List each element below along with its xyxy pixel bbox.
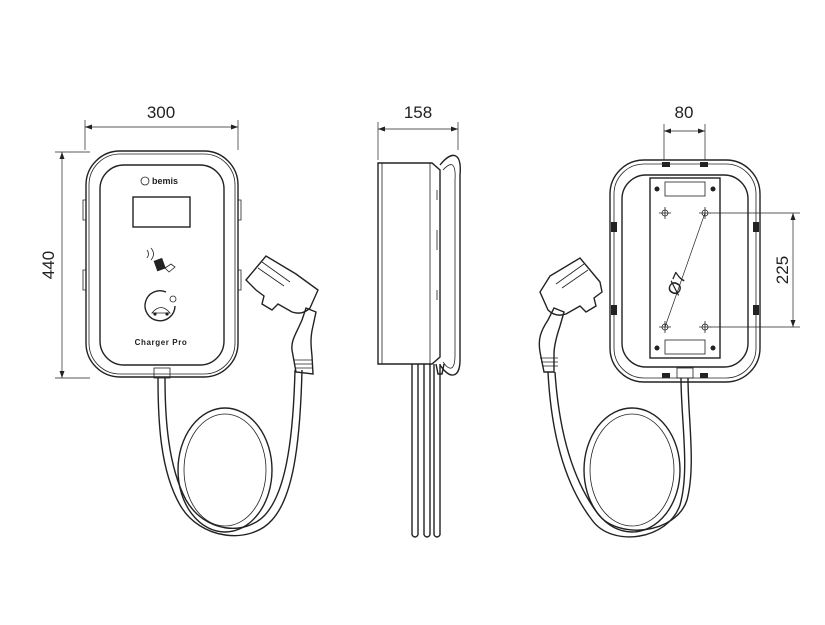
back-bracket-width-label: 80 [675,103,694,122]
front-cable [153,367,303,537]
side-body [377,162,441,365]
display-screen [132,196,191,228]
hole-diameter-label: Ø7 [664,270,690,298]
side-depth-label: 158 [404,103,432,122]
back-hole-spacing-label: 225 [773,256,792,284]
back-housing-outer [609,159,761,383]
back-housing-inner [621,174,749,368]
front-housing-outer [85,150,239,378]
back-connector-plug [538,257,603,373]
back-clips [611,162,759,378]
ev-charging-icon [144,290,177,322]
brand-logo: bemis [140,176,178,186]
side-cable [411,363,445,538]
front-width-dimension: 300 [84,103,239,150]
front-connector-plug [245,255,319,375]
side-depth-dimension: 158 [377,103,459,160]
side-front-cover [439,154,461,376]
hole-bottom-right [699,321,711,333]
back-bracket-width-dimension: 80 [663,103,706,160]
front-width-label: 300 [147,103,175,122]
front-height-label: 440 [39,251,58,279]
hole-diameter-callout: Ø7 [664,212,706,328]
back-cable [547,367,694,538]
front-height-dimension: 440 [39,151,90,379]
model-name: Charger Pro [135,338,188,347]
back-view: 80 225 [538,103,800,538]
rfid-card-icon [146,247,176,273]
side-view: 158 [377,103,461,538]
front-face-panel [99,164,225,366]
front-view: 300 440 bemis [39,103,319,537]
hole-top-left [659,207,671,219]
mounting-bracket [649,177,721,359]
brand-name: bemis [152,176,178,186]
back-hole-spacing-dimension: 225 [710,212,800,328]
